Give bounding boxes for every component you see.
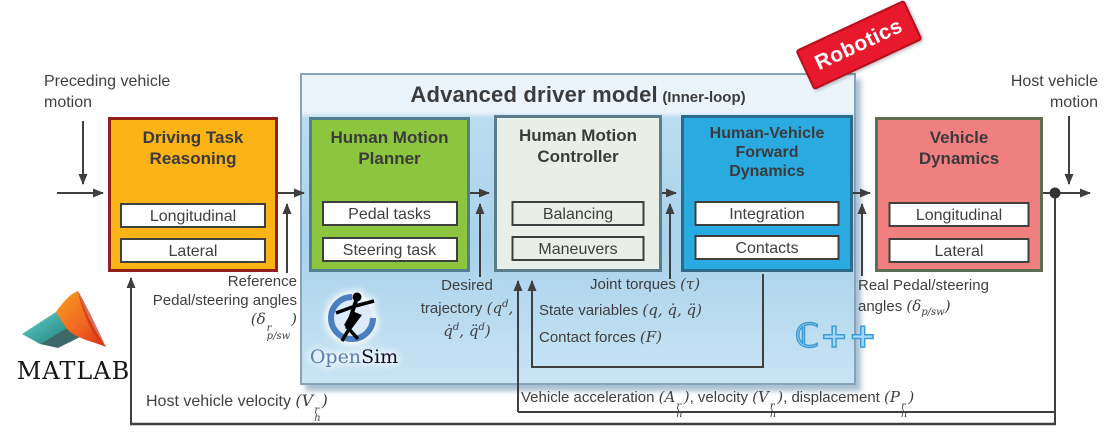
container-header: Advanced driver model (Inner-loop) [300,82,856,108]
label-real-angles: Real Pedal/steering angles (δp/sw) [858,277,989,318]
label-state-variables: State variables (q, q̇, q̈) Contact forc… [539,297,702,351]
diagram-subtitle: (Inner-loop) [662,89,746,106]
opensim-logo: OpenSim [302,289,406,368]
block-human-motion-planner: Human Motion Planner Pedal tasks Steerin… [309,117,470,272]
sub-block-longitudinal: Longitudinal [888,202,1030,227]
opensim-word-open: Open [309,346,362,368]
block-vehicle-dynamics: Vehicle Dynamics Longitudinal Lateral [875,117,1043,272]
matlab-wordmark: MATLAB [16,357,131,385]
junction-dot [1049,187,1061,199]
sub-block-contacts: Contacts [694,235,840,260]
opensim-word-sim: Sim [361,346,399,368]
label-state-variables-line: State variables (q, q̇, q̈) [539,301,702,319]
diagram-title: Advanced driver model [410,82,658,107]
sub-block-balancing: Balancing [511,201,645,226]
block-driving-task-reasoning: Driving Task Reasoning Longitudinal Late… [108,117,278,272]
block-title: Driving Task Reasoning [142,128,244,168]
sub-block-lateral: Lateral [888,238,1030,263]
matlab-membrane-icon [21,291,106,348]
sub-block-steering-task: Steering task [321,237,458,262]
block-title: Vehicle Dynamics [918,128,1000,168]
block-title: Human-Vehicle Forward Dynamics [709,125,825,180]
block-title: Human Motion Planner [330,128,449,168]
label-joint-torques: Joint torques (τ) [590,275,701,293]
block-human-vehicle-forward-dynamics: Human-Vehicle Forward Dynamics Integrati… [681,115,853,272]
sub-block-integration: Integration [694,201,840,226]
robotics-badge: Robotics [795,0,923,91]
block-title: Human Motion Controller [518,126,638,166]
label-desired-trajectory: Desired trajectory (qd, q̇d, q̈d) [420,277,514,340]
block-human-motion-controller: Human Motion Controller Balancing Maneuv… [494,115,662,272]
label-host-vehicle-motion: Host vehicle motion [1010,73,1098,111]
sub-block-maneuvers: Maneuvers [511,236,645,261]
label-contact-forces-line: Contact forces (F) [539,328,663,346]
sub-block-lateral: Lateral [120,238,266,263]
cpp-logo: ℂ++ [794,315,878,356]
opensim-wordmark: OpenSim [302,346,406,368]
matlab-logo: MATLAB [6,290,141,385]
sub-block-longitudinal: Longitudinal [120,203,266,228]
opensim-icon [328,292,376,342]
label-preceding-vehicle-motion: Preceding vehicle motion [44,73,171,111]
sub-block-pedal-tasks: Pedal tasks [321,201,458,226]
